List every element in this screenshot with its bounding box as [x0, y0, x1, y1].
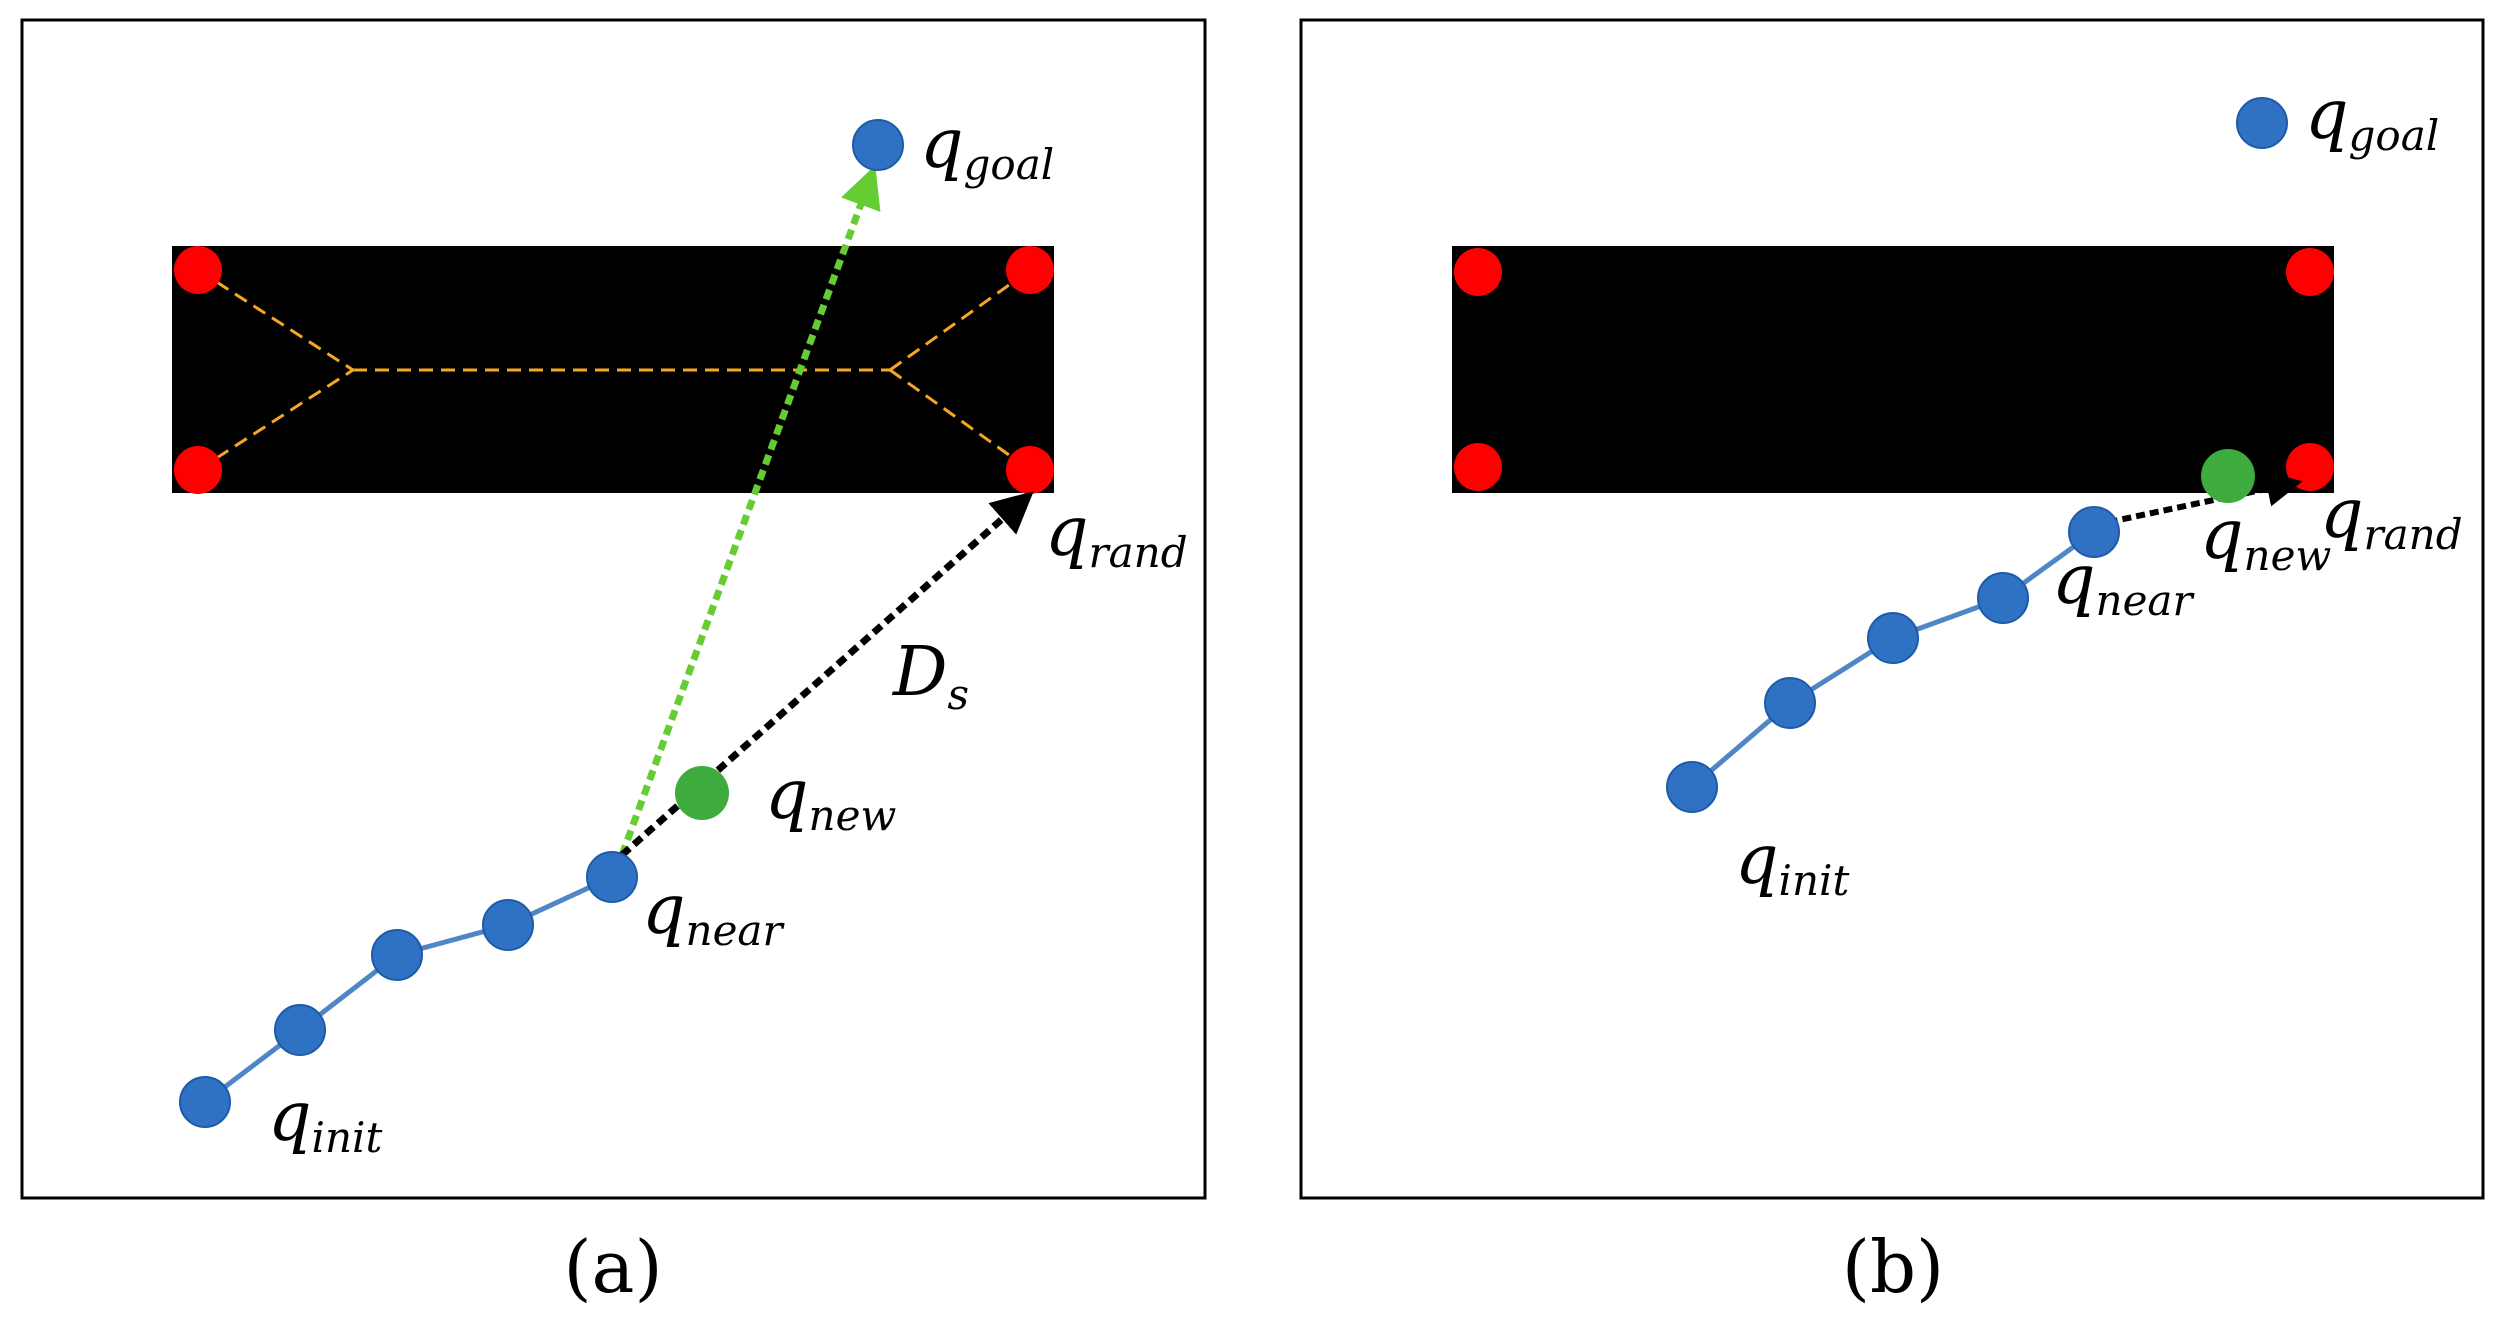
rand-ray — [2094, 471, 2303, 528]
panel-b-caption: (b) — [1842, 1225, 1944, 1309]
corner-node — [1454, 443, 1502, 491]
tree-node — [371, 929, 423, 981]
tree-node-near — [586, 851, 638, 903]
corner-nodes — [174, 246, 1054, 494]
corner-node — [1454, 248, 1502, 296]
label-goal: qgoal — [2305, 76, 2439, 160]
label-new: qnew — [2200, 496, 2331, 580]
tree-nodes — [1666, 97, 2288, 813]
tree-node-near — [2068, 506, 2120, 558]
corner-node — [1006, 246, 1054, 294]
new-node — [675, 766, 729, 820]
panel-a: qgoal qrand Ds qnew qnear qinit (a) — [20, 18, 1207, 1309]
panel-a-caption: (a) — [563, 1225, 662, 1309]
panel-b: qgoal qnew qrand qnear qinit (b) — [1299, 18, 2485, 1309]
label-step-size: Ds — [891, 633, 969, 719]
goal-node — [2236, 97, 2288, 149]
tree-nodes — [179, 119, 904, 1128]
label-rand: qrand — [1045, 493, 1188, 577]
tree-node — [482, 899, 534, 951]
panel-a-frame — [20, 18, 1207, 1200]
label-near: qnear — [2052, 541, 2195, 625]
goal-ray — [618, 165, 881, 857]
corner-node — [2286, 248, 2334, 296]
tree-node — [1867, 612, 1919, 664]
corner-node — [174, 246, 222, 294]
obstacle — [1452, 246, 2334, 493]
tree-node-init — [1666, 761, 1718, 813]
label-init: qinit — [268, 1078, 382, 1162]
label-init: qinit — [1735, 821, 1849, 905]
label-goal: qgoal — [920, 105, 1054, 189]
corner-node — [174, 446, 222, 494]
tree-node — [274, 1004, 326, 1056]
tree-node — [1977, 572, 2029, 624]
tree-node-init — [179, 1076, 231, 1128]
label-rand: qrand — [2320, 475, 2463, 559]
label-new: qnew — [765, 756, 896, 840]
new-node — [2201, 449, 2255, 503]
label-near: qnear — [642, 871, 785, 955]
corner-node — [1006, 446, 1054, 494]
obstacle — [172, 246, 1054, 493]
tree-node — [1764, 677, 1816, 729]
panel-b-frame — [1299, 18, 2485, 1200]
goal-node — [852, 119, 904, 171]
